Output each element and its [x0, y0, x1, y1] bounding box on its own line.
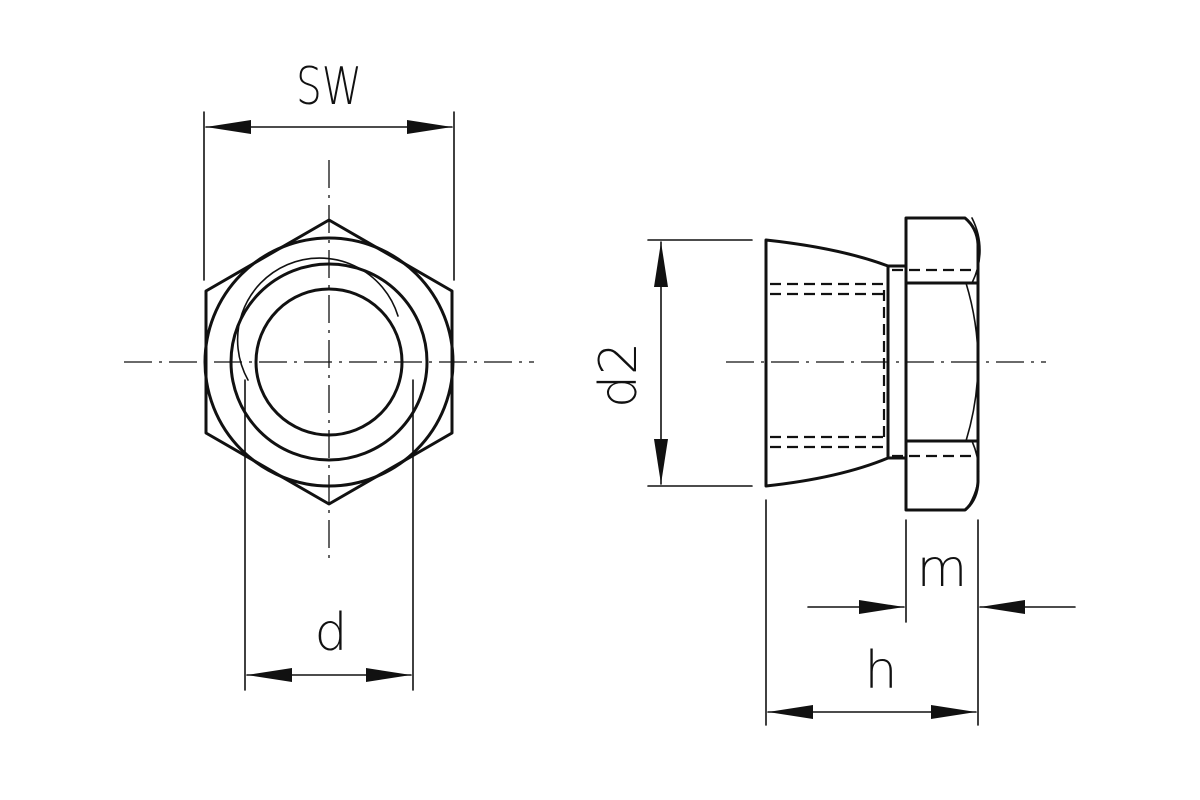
- hex-chamfer-arc-mid: [965, 282, 979, 442]
- d-arrow-left: [247, 668, 292, 682]
- hex-head-outline: [904, 216, 980, 512]
- d-label: d: [314, 603, 347, 663]
- hex-chamfer-arc-top: [971, 217, 981, 284]
- bore-circle: [254, 287, 404, 437]
- thread-major-arc: [236, 257, 399, 381]
- cone-body-outline: [764, 238, 890, 488]
- d2-arrow-bottom: [654, 439, 668, 484]
- h-arrow-right: [931, 705, 976, 719]
- sw-label: SW: [296, 57, 362, 117]
- chamfer-circle: [203, 236, 455, 488]
- hex-outline: [204, 218, 454, 506]
- h-label: h: [865, 641, 898, 701]
- m-label: m: [917, 539, 968, 599]
- collar-circle: [229, 262, 429, 462]
- d2-label: d2: [589, 342, 649, 408]
- m-arrow-left: [859, 600, 904, 614]
- h-arrow-left: [768, 705, 813, 719]
- front-view: SW d: [124, 57, 534, 691]
- sw-arrow-right: [407, 120, 452, 134]
- sw-arrow-left: [206, 120, 251, 134]
- d2-arrow-top: [654, 242, 668, 287]
- d-arrow-right: [366, 668, 411, 682]
- side-view: d2 m h: [589, 216, 1076, 726]
- hex-chamfer-arc-bottom: [965, 440, 980, 511]
- m-arrow-right: [980, 600, 1025, 614]
